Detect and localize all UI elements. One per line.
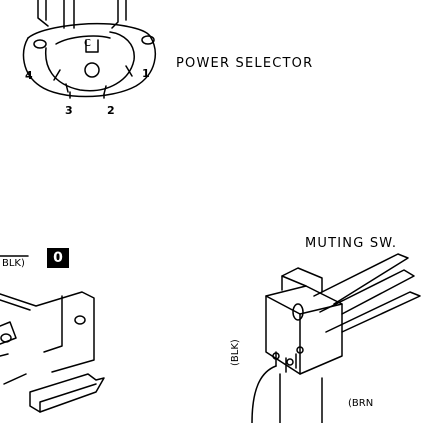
left-part-drawing (0, 255, 105, 413)
power-selector-pin-1: 1 (142, 67, 150, 80)
left-part-badge: 0 (47, 248, 69, 268)
muting-switch-wire-label-left: (BLK) (230, 339, 241, 366)
power-selector-pin-4: 4 (25, 69, 33, 82)
power-selector-pin-2: 2 (107, 104, 115, 117)
muting-switch-drawing (251, 253, 421, 423)
power-selector-drawing (22, 0, 157, 99)
left-part-wire-label: BLK) (2, 258, 25, 269)
muting-switch-title: MUTING SW. (305, 236, 398, 251)
power-selector-title: POWER SELECTOR (176, 56, 314, 71)
power-selector-inner-label: C (84, 38, 91, 49)
power-selector-pin-3: 3 (65, 104, 73, 117)
muting-switch-wire-label-right: (BRN (348, 398, 374, 409)
